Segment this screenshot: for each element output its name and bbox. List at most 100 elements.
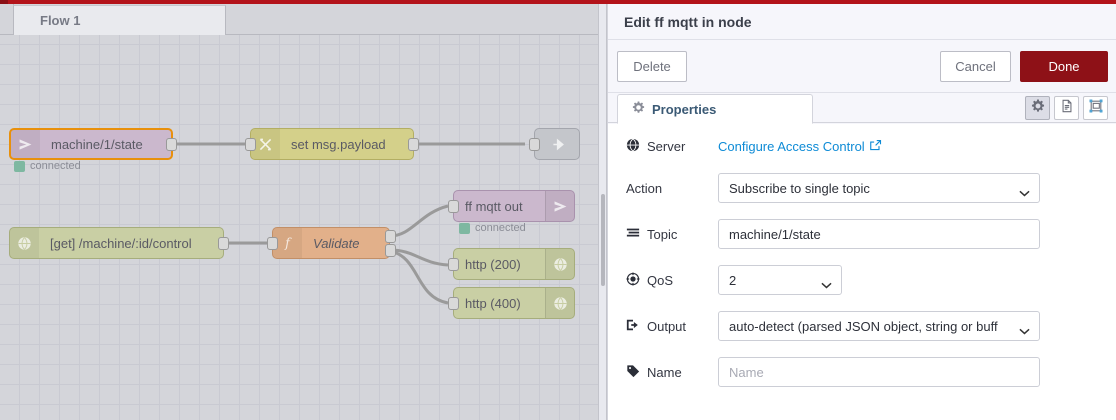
flow-tab-flow-1[interactable]: Flow 1 [13, 5, 226, 35]
topic-value: machine/1/state [729, 226, 821, 242]
chevron-down-icon [821, 277, 832, 289]
mqtt-icon [11, 130, 40, 158]
delete-button[interactable]: Delete [617, 51, 687, 82]
panel-title: Edit ff mqtt in node [608, 4, 1116, 40]
node-label: Validate [313, 235, 360, 251]
chevron-down-icon [1019, 185, 1030, 197]
tag-icon [626, 364, 640, 381]
topic-label-group: Topic [608, 226, 718, 243]
node-mqtt-in[interactable]: machine/1/state [9, 128, 173, 160]
status-label: connected [30, 160, 81, 172]
node-label: machine/1/state [51, 136, 143, 152]
node-output-port[interactable] [166, 138, 177, 151]
output-label: Output [647, 318, 687, 334]
node-label: [get] /machine/:id/control [50, 235, 192, 251]
appearance-icon [1089, 99, 1103, 118]
node-http-response-400[interactable]: http (400) [453, 287, 575, 319]
cancel-button[interactable]: Cancel [940, 51, 1011, 82]
name-label-group: Name [608, 364, 718, 381]
list-icon [626, 226, 640, 243]
output-value: auto-detect (parsed JSON object, string … [729, 318, 998, 334]
action-label-group: Action [608, 181, 718, 196]
qos-value: 2 [729, 272, 737, 288]
globe-icon [10, 228, 39, 258]
output-select[interactable]: auto-detect (parsed JSON object, string … [718, 311, 1040, 341]
server-label-group: Server [608, 138, 718, 155]
sign-out-icon [626, 318, 640, 335]
name-label: Name [647, 364, 682, 380]
node-output-port-1[interactable] [385, 230, 396, 243]
gear-icon [1031, 99, 1045, 118]
node-input-port[interactable] [448, 297, 459, 310]
qos-select[interactable]: 2 [718, 265, 842, 295]
node-output-port-2[interactable] [385, 244, 396, 257]
server-label: Server [647, 138, 686, 154]
appearance-icon-button[interactable] [1083, 96, 1108, 120]
node-mqtt-out[interactable]: ff mqtt out [453, 190, 575, 222]
globe-icon [545, 249, 574, 279]
flow-canvas[interactable]: machine/1/state connected set msg.payloa… [0, 35, 598, 420]
node-output-port[interactable] [218, 237, 229, 250]
link-text: Configure Access Control [718, 138, 865, 154]
node-input-port[interactable] [448, 200, 459, 213]
name-placeholder: Name [729, 364, 764, 380]
node-status-connected: connected [14, 160, 81, 172]
svg-text:f: f [284, 236, 292, 251]
form-row-name: Name Name [608, 357, 1116, 387]
mqtt-icon [545, 191, 574, 221]
description-icon-button[interactable] [1054, 96, 1079, 120]
swap-icon [251, 129, 280, 159]
globe-icon [545, 288, 574, 318]
output-label-group: Output [608, 318, 718, 335]
form-row-output: Output auto-detect (parsed JSON object, … [608, 311, 1116, 341]
document-icon [1060, 99, 1074, 118]
status-label: connected [475, 222, 526, 234]
node-function[interactable]: f Validate [272, 227, 390, 259]
deploy-bar-cap [0, 0, 8, 4]
node-input-port[interactable] [448, 258, 459, 271]
node-input-port[interactable] [267, 237, 278, 250]
form-row-server: Server Configure Access Control [608, 132, 1116, 160]
form-row-topic: Topic machine/1/state [608, 219, 1116, 249]
node-input-port[interactable] [529, 138, 540, 151]
node-change[interactable]: set msg.payload [250, 128, 414, 160]
qos-label-group: QoS [608, 272, 718, 289]
qos-label: QoS [647, 272, 674, 288]
node-input-port[interactable] [245, 138, 256, 151]
configure-access-control-link[interactable]: Configure Access Control [718, 139, 882, 154]
form-row-action: Action Subscribe to single topic [608, 173, 1116, 203]
flow-tab-label: Flow 1 [40, 13, 81, 28]
node-properties-form: Server Configure Access Control Action [608, 124, 1116, 420]
tab-properties[interactable]: Properties [617, 94, 813, 124]
splitter-grip[interactable] [601, 194, 605, 286]
globe-icon [626, 138, 640, 155]
properties-icon-button[interactable] [1025, 96, 1050, 120]
done-button[interactable]: Done [1020, 51, 1108, 82]
panel-tab-bar: Properties [608, 93, 1116, 124]
action-value: Subscribe to single topic [729, 180, 870, 196]
status-dot [459, 222, 470, 234]
workspace: Flow 1 machine/1/state [0, 4, 598, 420]
edit-node-panel: Edit ff mqtt in node Delete Cancel Done … [607, 4, 1116, 420]
node-label: ff mqtt out [465, 198, 523, 214]
panel-icon-buttons [1025, 96, 1108, 120]
target-icon [626, 272, 640, 289]
gear-icon [632, 101, 645, 117]
node-status-connected: connected [459, 222, 526, 234]
chevron-down-icon [1019, 323, 1030, 335]
deploy-bar [0, 0, 1116, 4]
flow-tab-bar: Flow 1 [0, 4, 598, 35]
panel-splitter[interactable] [598, 4, 607, 420]
node-output-port[interactable] [408, 138, 419, 151]
node-http-response-200[interactable]: http (200) [453, 248, 575, 280]
debug-arrow-icon [535, 129, 579, 159]
node-http-in[interactable]: [get] /machine/:id/control [9, 227, 224, 259]
node-label: http (400) [465, 295, 521, 311]
node-label: http (200) [465, 256, 521, 272]
topic-input[interactable]: machine/1/state [718, 219, 1040, 249]
node-debug[interactable] [534, 128, 580, 160]
name-input[interactable]: Name [718, 357, 1040, 387]
node-label: set msg.payload [291, 136, 386, 152]
external-link-icon [869, 139, 882, 154]
action-select[interactable]: Subscribe to single topic [718, 173, 1040, 203]
